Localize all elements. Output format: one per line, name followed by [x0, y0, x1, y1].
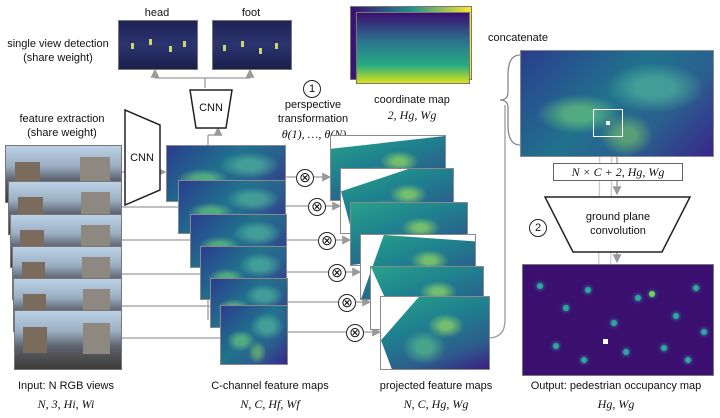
otimes-operator-6: ⊗: [346, 324, 364, 342]
output-dims: Hg, Wg: [597, 397, 635, 411]
output-caption: Output: pedestrian occupancy map: [530, 380, 702, 392]
cnn-left-label: CNN: [130, 152, 154, 164]
ground-plane-trapezoid: [543, 196, 692, 253]
input-caption: Input: N RGB views: [18, 380, 114, 392]
concatenated-map: [520, 50, 714, 157]
zoom-box: [593, 109, 623, 137]
cnn-top-label: CNN: [199, 102, 223, 114]
projected-maps-dims: N, C, Hg, Wg: [403, 397, 469, 411]
otimes-operator-3: ⊗: [318, 232, 336, 250]
ground-plane-convolution-label: ground plane convolution: [585, 211, 651, 237]
feature-maps-dims: N, C, Hf, Wf: [240, 397, 300, 411]
feature-extraction-label: feature extraction (share weight): [19, 113, 105, 139]
head-label: head: [144, 7, 170, 19]
projected-maps-caption: projected feature maps: [379, 380, 493, 392]
otimes-operator-4: ⊗: [328, 264, 346, 282]
otimes-operator-5: ⊗: [338, 294, 356, 312]
cnn-top-trapezoid: [189, 89, 233, 129]
coordinate-map-label: coordinate map: [374, 94, 450, 106]
concat-dims-box: N × C + 2, Hg, Wg: [553, 163, 683, 181]
feature-map-6: [220, 305, 288, 365]
cnn-left-trapezoid: [124, 108, 161, 207]
projected-map-6: [380, 296, 490, 370]
otimes-operator-2: ⊗: [308, 198, 326, 216]
foot-detection-map: [212, 20, 292, 70]
rgb-view-6: [14, 310, 122, 370]
otimes-operator-1: ⊗: [296, 169, 314, 187]
foot-label: foot: [241, 7, 261, 19]
input-dims: N, 3, Hi, Wi: [37, 397, 95, 411]
feature-maps-caption: C-channel feature maps: [211, 380, 329, 392]
single-view-detection-label: single view detection (share weight): [7, 38, 109, 64]
concatenate-label: concatenate: [488, 32, 548, 44]
coordinate-map-front: [356, 12, 470, 84]
perspective-transformation-label: perspective transformation: [277, 99, 349, 125]
occupancy-map: [522, 264, 714, 376]
step-2-marker: 2: [529, 219, 547, 237]
head-detection-map: [118, 20, 198, 70]
step-1-marker: 1: [303, 80, 321, 98]
coordinate-map-dims: 2, Hg, Wg: [387, 108, 437, 122]
